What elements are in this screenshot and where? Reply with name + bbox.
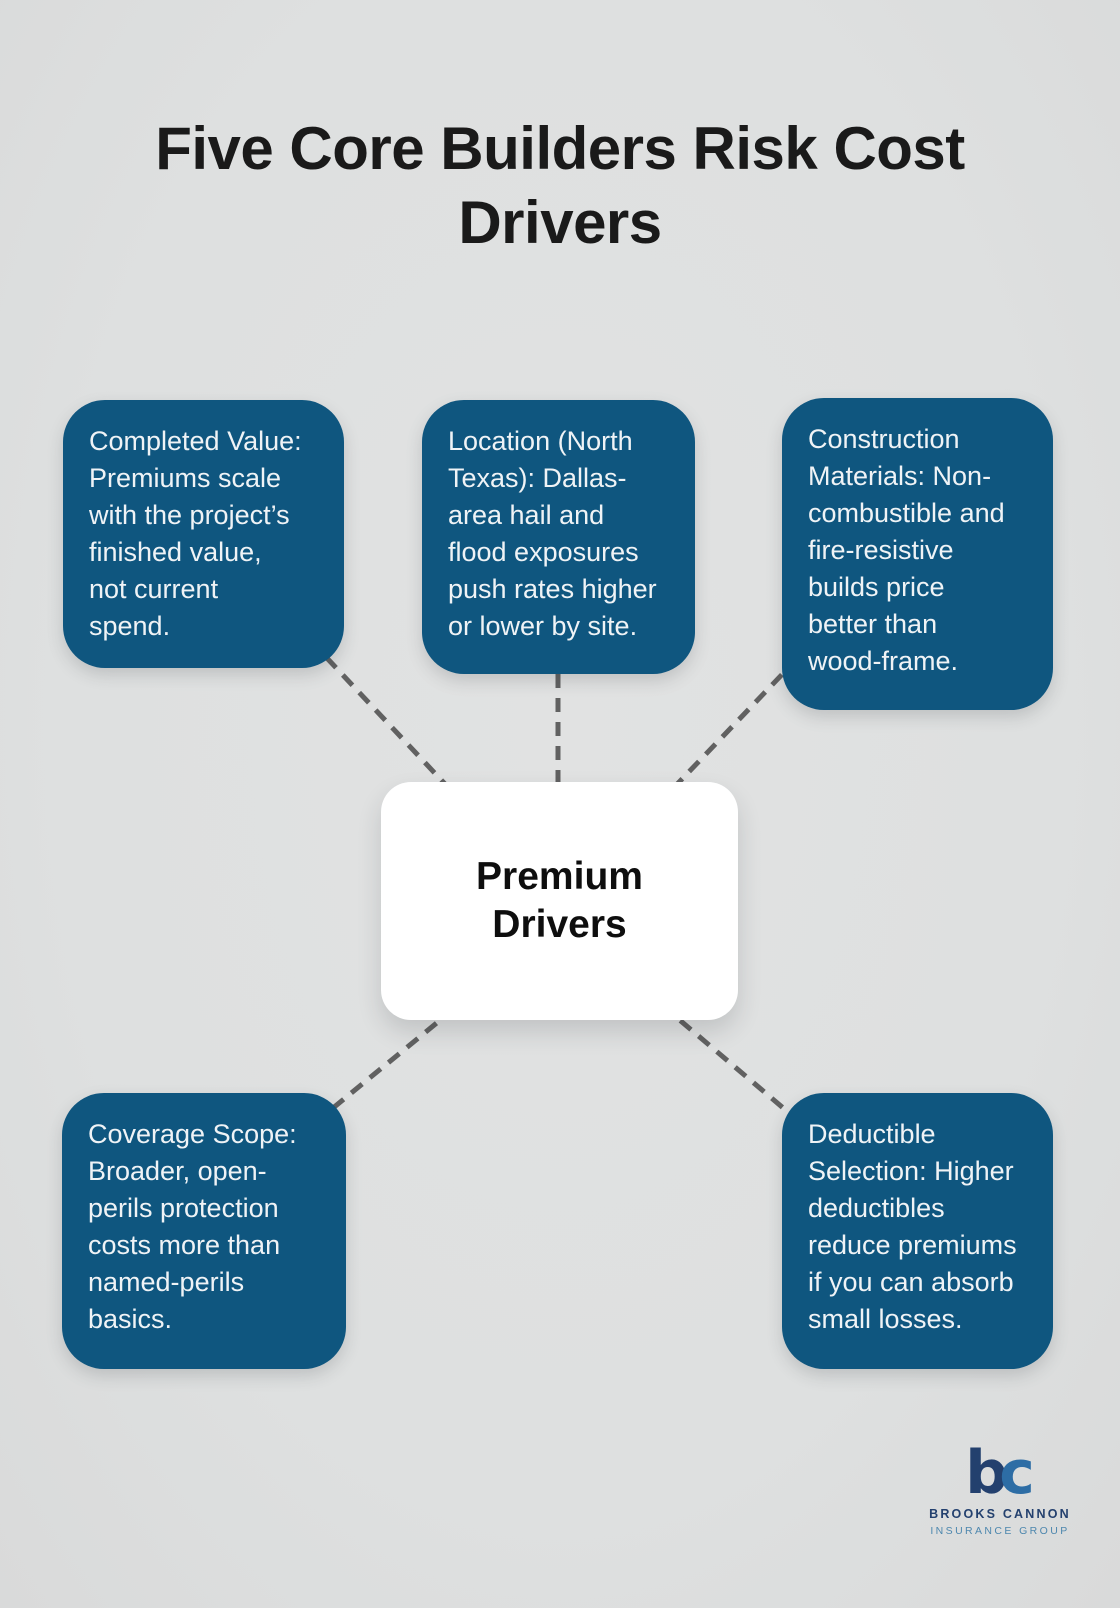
brooks-cannon-logo: bc BROOKS CANNON INSURANCE GROUP [900,1443,1100,1537]
bc-monogram-icon: bc [900,1443,1100,1503]
logo-tagline: INSURANCE GROUP [930,1525,1070,1537]
connector-deductible-selection [660,1003,817,1137]
connector-coverage-scope [298,1006,457,1137]
logo-company-name: BROOKS CANNON [929,1507,1071,1521]
monogram-letter-b: b [965,1438,1009,1508]
monogram-letter-c: c [999,1438,1035,1508]
connector-completed-value [308,638,462,802]
node-coverage-scope: Coverage Scope:Broader, open-perils prot… [62,1093,346,1369]
node-coverage-scope-text: Coverage Scope:Broader, open-perils prot… [88,1119,297,1334]
